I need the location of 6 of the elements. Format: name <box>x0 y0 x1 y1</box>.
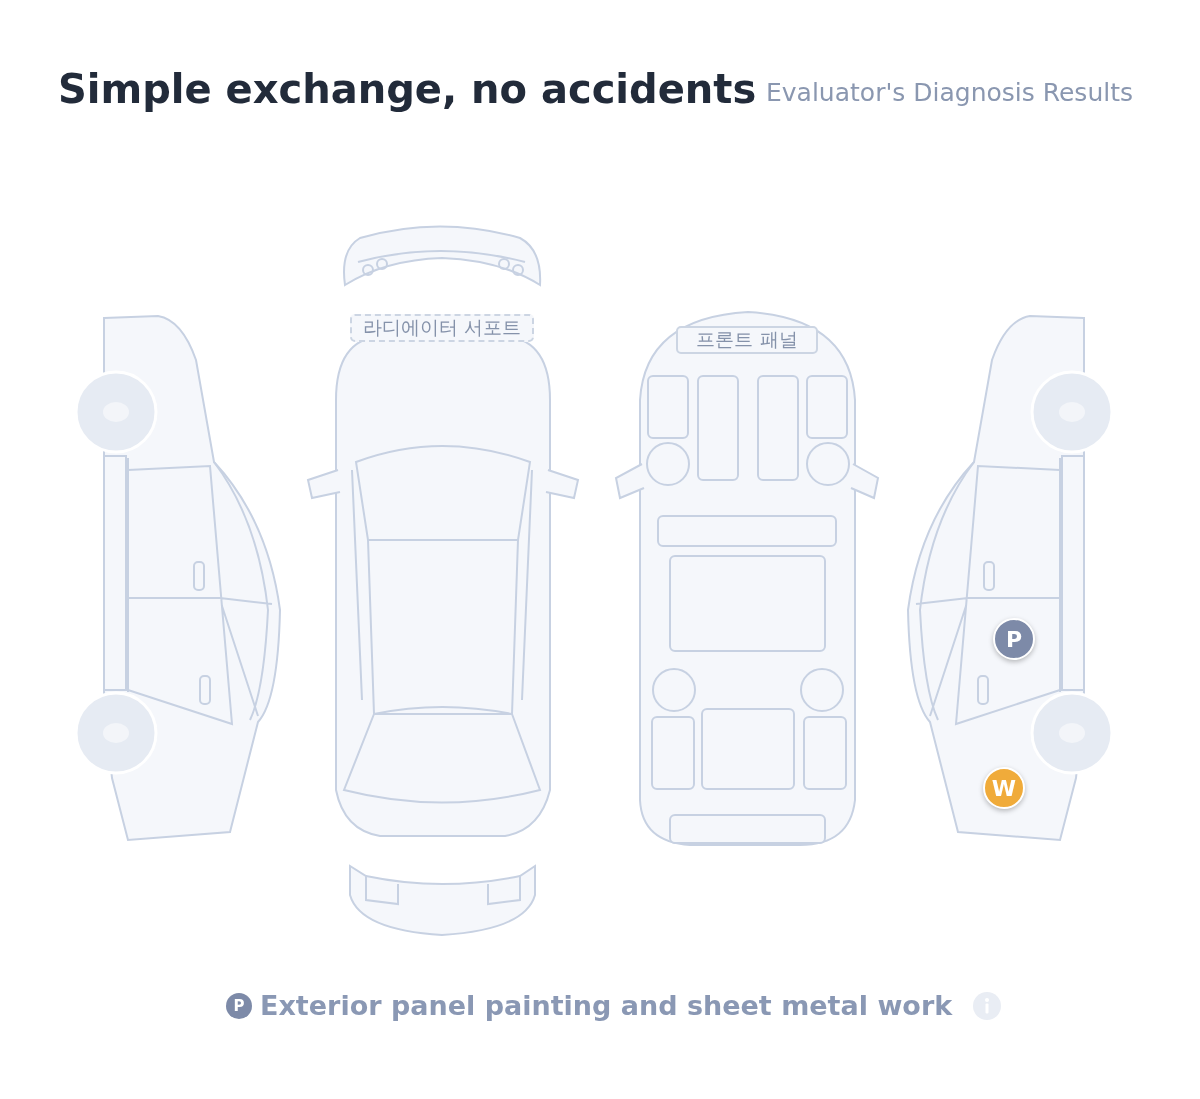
legend-text: Exterior panel painting and sheet metal work <box>260 990 953 1021</box>
part-tag: 프론트 패널 <box>676 326 818 354</box>
subtitle: Evaluator's Diagnosis Results <box>766 78 1133 107</box>
legend-marker: P <box>226 992 252 1019</box>
title: Simple exchange, no accidents <box>58 66 757 112</box>
part-tag: 라디에이터 서포트 <box>350 314 534 342</box>
